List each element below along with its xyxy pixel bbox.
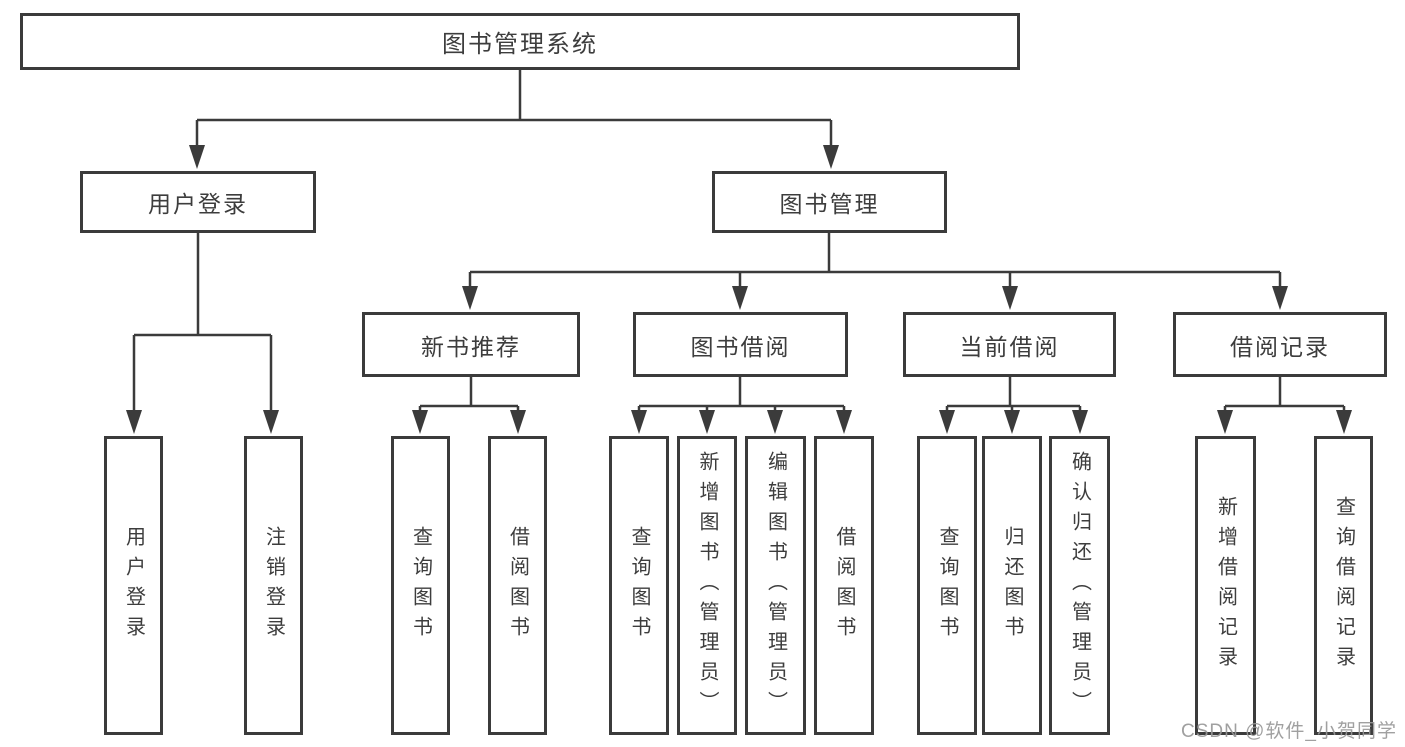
connector-borrowing-records-children: [1223, 377, 1346, 412]
watermark: CSDN @软件_小贺同学: [1181, 721, 1397, 742]
node-user-login: 用户登录: [80, 171, 316, 233]
leaf-confirm-return-admin: 确认归还（管理员）: [1049, 436, 1110, 735]
leaf-borrow-books-borrowing: 借阅图书: [814, 436, 874, 735]
leaf-add-book-admin-label: 新增图书（管理员）: [696, 450, 718, 721]
connector-current-borrowing-children: [945, 377, 1082, 412]
node-current-borrowing-label: 当前借阅: [959, 333, 1060, 360]
leaf-return-books: 归还图书: [982, 436, 1042, 735]
leaf-query-books-borrowing: 查询图书: [609, 436, 669, 735]
connector-root-to-level2: [195, 70, 833, 147]
node-borrowing-records: 借阅记录: [1173, 312, 1387, 377]
leaf-query-books-borrowing-label: 查询图书: [628, 525, 650, 646]
connector-book-mgmt-children: [468, 233, 1282, 289]
leaf-add-borrowing-record-label: 新增借阅记录: [1214, 495, 1237, 676]
node-book-borrowing-label: 图书借阅: [690, 333, 791, 360]
leaf-add-book-admin: 新增图书（管理员）: [677, 436, 737, 735]
leaf-add-borrowing-record: 新增借阅记录: [1195, 436, 1256, 735]
arrow-down-icon: [1004, 410, 1020, 434]
leaf-query-books-current: 查询图书: [917, 436, 977, 735]
arrow-down-icon: [462, 286, 478, 310]
arrow-down-icon: [823, 145, 839, 169]
arrow-down-icon: [263, 410, 279, 434]
arrow-down-icon: [631, 410, 647, 434]
connector-book-borrowing-children: [637, 377, 846, 412]
arrow-down-icon: [767, 410, 783, 434]
leaf-logout-login-label: 注销登录: [262, 525, 285, 646]
leaf-query-books-recommend-label: 查询图书: [409, 525, 432, 646]
arrow-down-icon: [1072, 410, 1088, 434]
leaf-query-borrowing-record: 查询借阅记录: [1314, 436, 1373, 735]
arrow-down-icon: [699, 410, 715, 434]
node-borrowing-records-label: 借阅记录: [1230, 333, 1330, 360]
node-root: 图书管理系统: [20, 13, 1020, 70]
leaf-edit-book-admin-label: 编辑图书（管理员）: [764, 450, 787, 721]
leaf-user-login: 用户登录: [104, 436, 163, 735]
node-book-borrowing: 图书借阅: [633, 312, 848, 377]
arrow-down-icon: [1002, 286, 1018, 310]
leaf-borrow-books-recommend-label: 借阅图书: [506, 525, 529, 646]
node-user-login-label: 用户登录: [148, 191, 248, 217]
leaf-borrow-books-borrowing-label: 借阅图书: [833, 525, 855, 646]
arrow-down-icon: [412, 410, 428, 434]
leaf-borrow-books-recommend: 借阅图书: [488, 436, 547, 735]
leaf-edit-book-admin: 编辑图书（管理员）: [745, 436, 806, 735]
leaf-user-login-label: 用户登录: [122, 525, 145, 646]
node-new-book-recommendation: 新书推荐: [362, 312, 580, 377]
node-book-management: 图书管理: [712, 171, 947, 233]
leaf-query-books-recommend: 查询图书: [391, 436, 450, 735]
arrow-down-icon: [126, 410, 142, 434]
connector-new-book-children: [418, 377, 520, 412]
leaf-return-books-label: 归还图书: [1001, 525, 1023, 646]
connector-user-login-children: [132, 233, 273, 412]
arrow-down-icon: [939, 410, 955, 434]
arrow-down-icon: [1217, 410, 1233, 434]
arrow-down-icon: [732, 286, 748, 310]
leaf-query-books-current-label: 查询图书: [936, 525, 958, 646]
node-new-book-recommendation-label: 新书推荐: [421, 333, 521, 360]
arrow-down-icon: [1272, 286, 1288, 310]
arrowheads: [126, 145, 1352, 434]
arrow-down-icon: [836, 410, 852, 434]
leaf-logout-login: 注销登录: [244, 436, 303, 735]
arrow-down-icon: [1336, 410, 1352, 434]
node-root-label: 图书管理系统: [442, 31, 598, 58]
arrow-down-icon: [189, 145, 205, 169]
arrow-down-icon: [510, 410, 526, 434]
node-current-borrowing: 当前借阅: [903, 312, 1116, 377]
leaf-confirm-return-admin-label: 确认归还（管理员）: [1068, 450, 1091, 721]
leaf-query-borrowing-record-label: 查询借阅记录: [1332, 495, 1355, 676]
node-book-management-label: 图书管理: [779, 191, 880, 217]
